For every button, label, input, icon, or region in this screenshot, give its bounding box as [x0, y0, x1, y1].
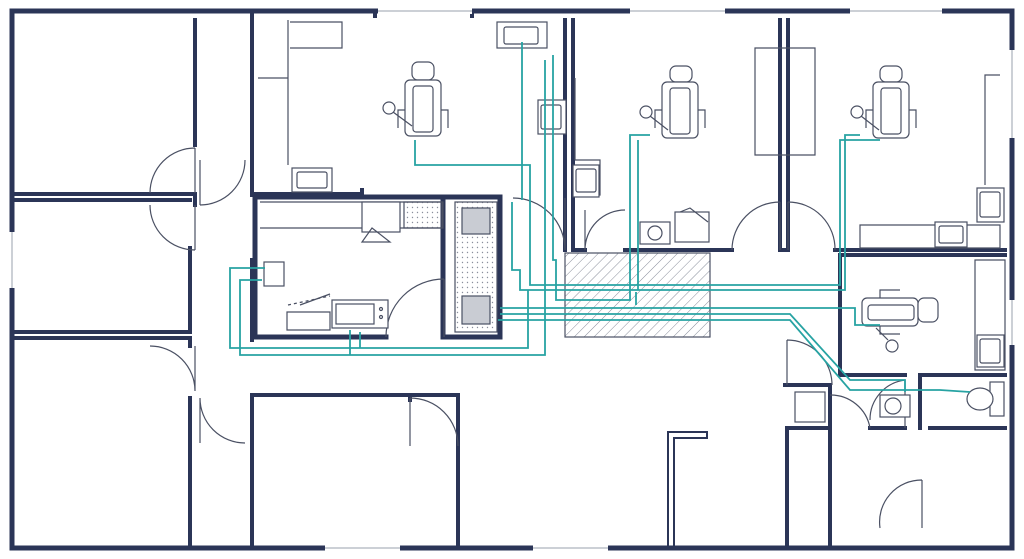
counter-lab [260, 201, 444, 229]
door-swing-icon [199, 159, 246, 206]
pipe-line [552, 55, 650, 301]
lab-dashed-line [287, 295, 331, 306]
wall-lab-room [252, 194, 503, 340]
pipe-line [498, 319, 971, 393]
wall-room-chair-4 [838, 253, 1007, 430]
pipe-line [511, 42, 860, 291]
counter-lab-lower [286, 311, 331, 331]
wall-lower-room [250, 393, 460, 550]
sink-icon [572, 164, 600, 198]
microwave-icon [331, 299, 389, 329]
pipe-line [229, 267, 529, 349]
pipe-line [414, 139, 880, 286]
door-swing-icon [584, 209, 626, 251]
walls [9, 8, 1015, 551]
restroom-cabinet [794, 391, 826, 423]
wall-left-room-1 [10, 18, 197, 550]
dental-chair-icon [639, 65, 706, 139]
window-bottom-3 [920, 445, 926, 493]
sink-icon [879, 394, 911, 418]
toilet-icon [966, 381, 1005, 417]
dental-chair-icon [382, 61, 449, 137]
door-swing-icon [409, 397, 459, 447]
wall-room-chair-2 [571, 18, 1007, 252]
autoclave-icon [360, 201, 443, 243]
counter-room-2-cabinet [754, 47, 816, 156]
cabinet-top-box [461, 207, 491, 235]
x-ray-unit-icon [639, 207, 710, 245]
lab-cart [263, 261, 285, 287]
door-swing-icon [731, 201, 781, 251]
door-swing-icon [149, 147, 196, 194]
counter-room-1 [258, 20, 343, 165]
windows [9, 8, 1015, 551]
door-swing-icon [829, 394, 871, 429]
fixtures [258, 20, 1006, 423]
sink-icon [537, 99, 567, 135]
sink-icon [976, 334, 1005, 368]
counter-lab-lower-2 [299, 293, 331, 306]
dental-chair-icon [861, 289, 939, 353]
door-swing-icon [878, 479, 923, 529]
door-swing-icon [385, 278, 445, 338]
door-swing-icon [787, 201, 836, 251]
door-swing-icon [149, 204, 196, 251]
counter-room-4 [974, 259, 1006, 371]
door-swing-icon [512, 197, 566, 251]
pipe-line [500, 313, 906, 392]
plumbing-lines [229, 42, 971, 393]
door-swing-icon [149, 345, 196, 392]
sink-icon [976, 187, 1005, 223]
pipe-line [239, 60, 546, 356]
dental-chair-icon [850, 65, 917, 139]
door-swing-icon [199, 397, 246, 444]
wall-restroom [783, 383, 1007, 550]
pipe-line [500, 307, 880, 326]
reception-counter [667, 431, 787, 549]
exterior-wall [9, 8, 1015, 551]
sink-icon [934, 221, 968, 248]
sink-icon [291, 167, 333, 193]
cabinet-bottom-box [461, 295, 491, 325]
